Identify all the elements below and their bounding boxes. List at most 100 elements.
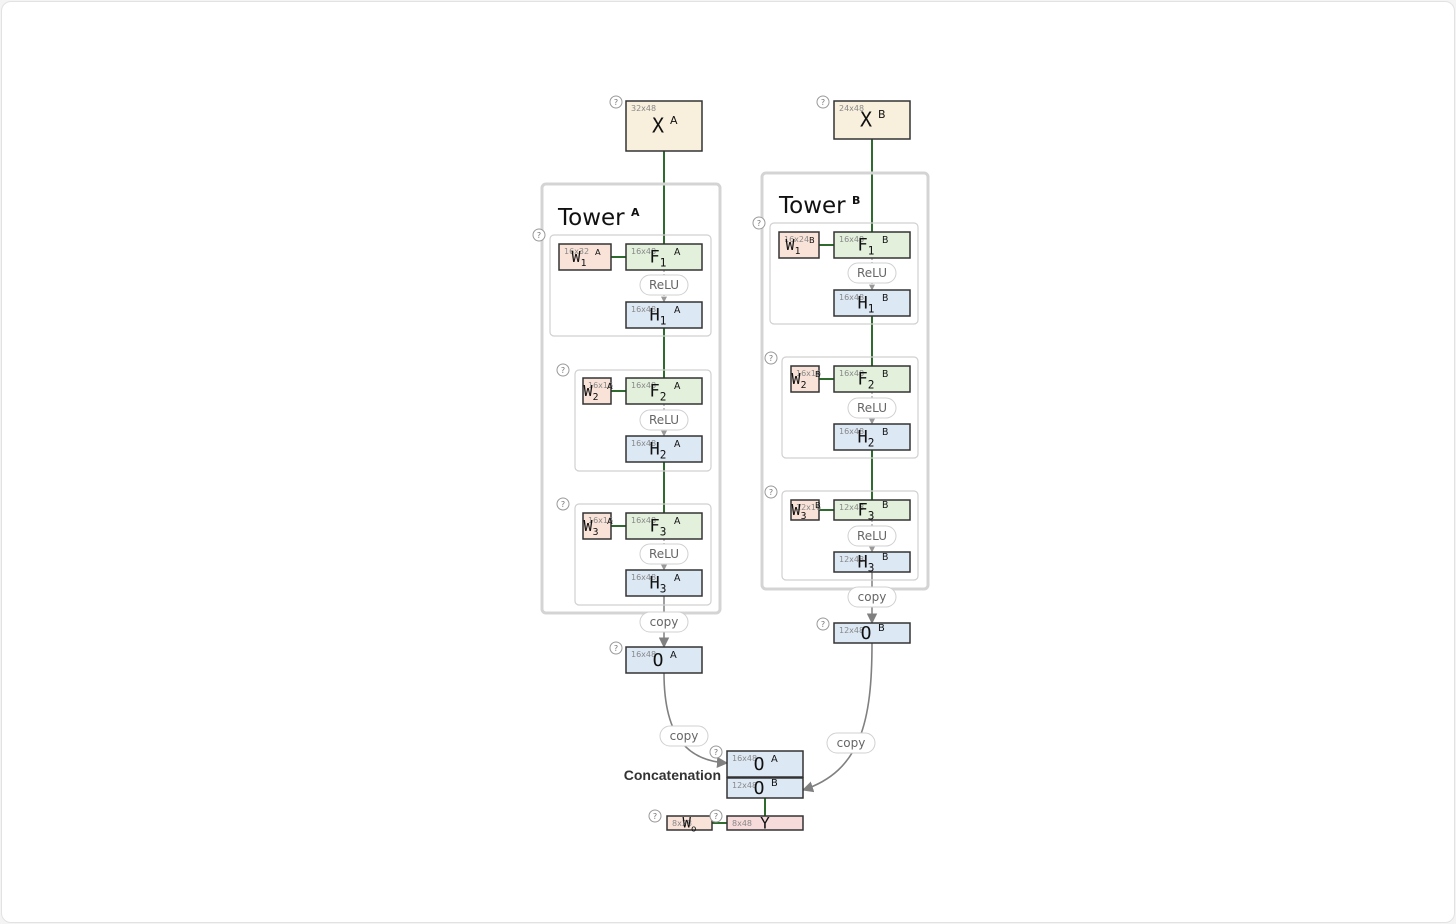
svg-text:A: A [674, 573, 681, 584]
svg-text:copy: copy [650, 615, 679, 629]
svg-text:?: ? [614, 644, 618, 653]
tower-a-frame [540, 182, 722, 615]
svg-text:16x48: 16x48 [631, 439, 656, 448]
svg-text:ReLU: ReLU [857, 529, 887, 543]
svg-text:8x28: 8x28 [672, 819, 692, 828]
svg-text:H1: H1 [858, 294, 875, 316]
svg-text:24x48: 24x48 [839, 104, 864, 113]
svg-text:F3: F3 [858, 501, 875, 523]
svg-text:12x16: 12x16 [796, 503, 821, 512]
tower-b-relu-pill-3: ReLU [847, 525, 897, 547]
svg-text:H2: H2 [650, 440, 667, 462]
tower-a-layer-3-frame [574, 503, 712, 606]
tower-b-layer-1-help-icon[interactable]: ? [752, 216, 766, 230]
svg-text:16x16: 16x16 [588, 381, 613, 390]
svg-text:B: B [882, 235, 888, 246]
tower-a-layer-2-frame [574, 369, 712, 472]
svg-text:X: X [860, 108, 872, 132]
wo-help-icon[interactable]: ? [648, 809, 662, 823]
svg-text:16x48: 16x48 [839, 427, 864, 436]
svg-text:O: O [754, 754, 765, 775]
y-help-icon[interactable]: ? [709, 809, 723, 823]
svg-text:B: B [815, 500, 821, 510]
svg-text:B: B [878, 623, 885, 634]
tower-b-layer-2-frame [781, 356, 919, 459]
tower-b-layer-2-help-icon[interactable]: ? [764, 351, 778, 365]
tower-a-input-help-icon[interactable]: ? [609, 95, 623, 109]
svg-text:16x48: 16x48 [839, 369, 864, 378]
svg-text:W2: W2 [584, 382, 599, 403]
svg-text:16x32: 16x32 [564, 247, 589, 256]
svg-text:16x48: 16x48 [631, 381, 656, 390]
svg-text:A: A [607, 516, 613, 526]
svg-text:H2: H2 [858, 428, 875, 450]
svg-text:32x48: 32x48 [631, 104, 656, 113]
tower-a-output-help-icon[interactable]: ? [609, 641, 623, 655]
tower-b-input-help-icon[interactable]: ? [816, 95, 830, 109]
tower-b-title-sup: B [852, 194, 860, 207]
svg-text:F1: F1 [858, 236, 875, 258]
svg-text:?: ? [561, 366, 565, 375]
svg-text:A: A [674, 305, 681, 316]
svg-text:B: B [878, 108, 886, 121]
svg-text:16x48: 16x48 [631, 573, 656, 582]
tower-b-frame [760, 171, 930, 591]
svg-text:A: A [670, 114, 678, 127]
tower-a-title: Tower [557, 205, 625, 231]
tower-b-output-help-icon[interactable]: ? [816, 617, 830, 631]
svg-text:X: X [652, 114, 664, 138]
svg-text:?: ? [769, 354, 773, 363]
svg-text:?: ? [821, 620, 825, 629]
svg-text:B: B [809, 235, 815, 245]
svg-text:16x16: 16x16 [588, 516, 613, 525]
svg-text:B: B [882, 552, 888, 563]
svg-text:H3: H3 [650, 574, 667, 596]
tower-a-layer-2-help-icon[interactable]: ? [556, 363, 570, 377]
svg-text:A: A [674, 439, 681, 450]
tower-b-copy-pill: copy [847, 586, 897, 608]
concat-help-icon[interactable]: ? [709, 745, 723, 759]
svg-text:12x48: 12x48 [839, 626, 864, 635]
svg-text:H1: H1 [650, 306, 667, 328]
svg-text:12x48: 12x48 [732, 781, 757, 790]
tower-a-layer-1-help-icon[interactable]: ? [532, 228, 546, 242]
tower-b-layer-3-help-icon[interactable]: ? [764, 485, 778, 499]
svg-text:Wo: Wo [683, 816, 697, 835]
svg-text:W2: W2 [792, 370, 807, 391]
svg-text:A: A [771, 754, 778, 765]
svg-text:F1: F1 [650, 248, 667, 270]
tower-b-relu-pill-1: ReLU [847, 262, 897, 284]
svg-text:W3: W3 [584, 517, 599, 538]
tower-b-title: Tower [778, 193, 846, 219]
svg-text:ReLU: ReLU [649, 413, 679, 427]
tower-a-layer-3-help-icon[interactable]: ? [556, 497, 570, 511]
